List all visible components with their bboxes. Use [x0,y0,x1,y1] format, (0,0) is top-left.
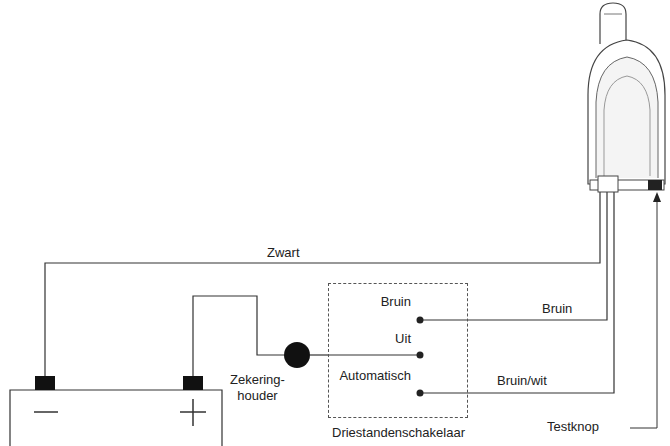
switch-internal-wire [328,354,420,355]
switch-terminal [417,390,424,397]
wire-connector [310,355,328,356]
brown-white-wire [420,192,614,393]
wire-label: Zwart [265,245,302,261]
positive-terminal [183,376,203,390]
arrowhead [653,192,661,202]
fuse-holder: Zekering- houder [284,342,310,368]
test-button [648,180,662,190]
terminal-label: Uit [395,331,411,347]
black-wire [45,192,600,376]
leader-line [630,200,657,428]
pump-cover-inner [604,76,650,176]
pump-cover [596,57,658,178]
pump-outlet [600,3,626,44]
wire-label: Bruin [540,301,574,317]
three-position-switch: BruinUitAutomatischDriestandenschakelaar [328,283,468,418]
switch-terminal [417,352,424,359]
wire-label: Bruin/wit [495,373,549,389]
fuse-label: Zekering- houder [230,372,285,404]
terminal-label: Automatisch [339,368,411,384]
callout-label: Testknop [545,419,601,435]
cable-gland [598,176,618,192]
switch-caption: Driestandenschakelaar [332,425,465,441]
plus-symbol [192,399,194,426]
battery-body [10,390,222,446]
wire-line [310,354,328,355]
terminal-label: Bruin [381,294,411,310]
positive-wire [193,296,284,376]
pump-outlet-ring [604,14,622,15]
switch-terminal [417,317,424,324]
pump-housing [588,40,665,184]
negative-terminal [35,376,55,390]
brown-wire [420,192,607,320]
minus-symbol [34,411,58,413]
